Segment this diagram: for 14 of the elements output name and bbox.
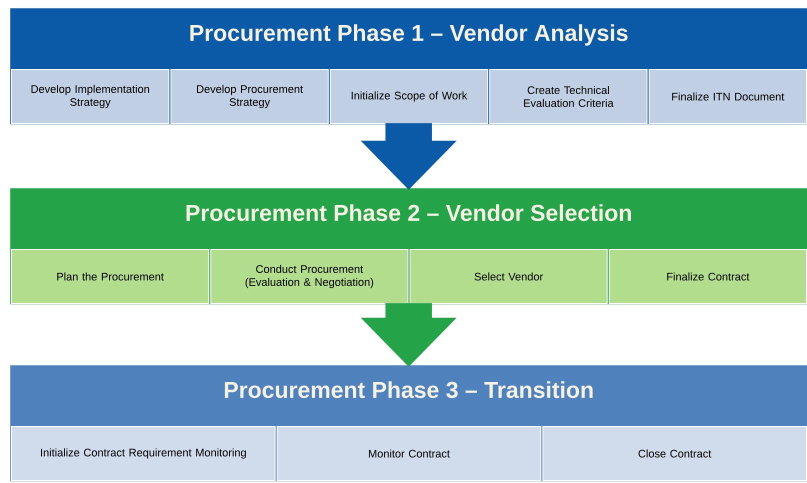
step-cell: Initialize Contract Requirement Monitoring bbox=[11, 426, 276, 481]
step-cell: Finalize Contract bbox=[608, 249, 807, 304]
step-cell: Close Contract bbox=[542, 426, 807, 481]
step-cell: Develop Implementation Strategy bbox=[11, 69, 170, 124]
step-cell: Finalize ITN Document bbox=[648, 69, 807, 124]
step-cell: Select Vendor bbox=[410, 249, 608, 304]
block-arrow bbox=[360, 303, 457, 367]
block-arrow bbox=[360, 123, 457, 190]
step-cell: Create Technical Evaluation Criteria bbox=[489, 69, 648, 124]
step-cell: Conduct Procurement (Evaluation & Negotiation) bbox=[210, 249, 408, 304]
step-cell: Monitor Contract bbox=[276, 426, 542, 481]
step-cell: Initialize Scope of Work bbox=[330, 69, 488, 124]
step-cell: Develop Procurement Strategy bbox=[170, 69, 329, 124]
step-cell: Plan the Procurement bbox=[11, 249, 210, 304]
